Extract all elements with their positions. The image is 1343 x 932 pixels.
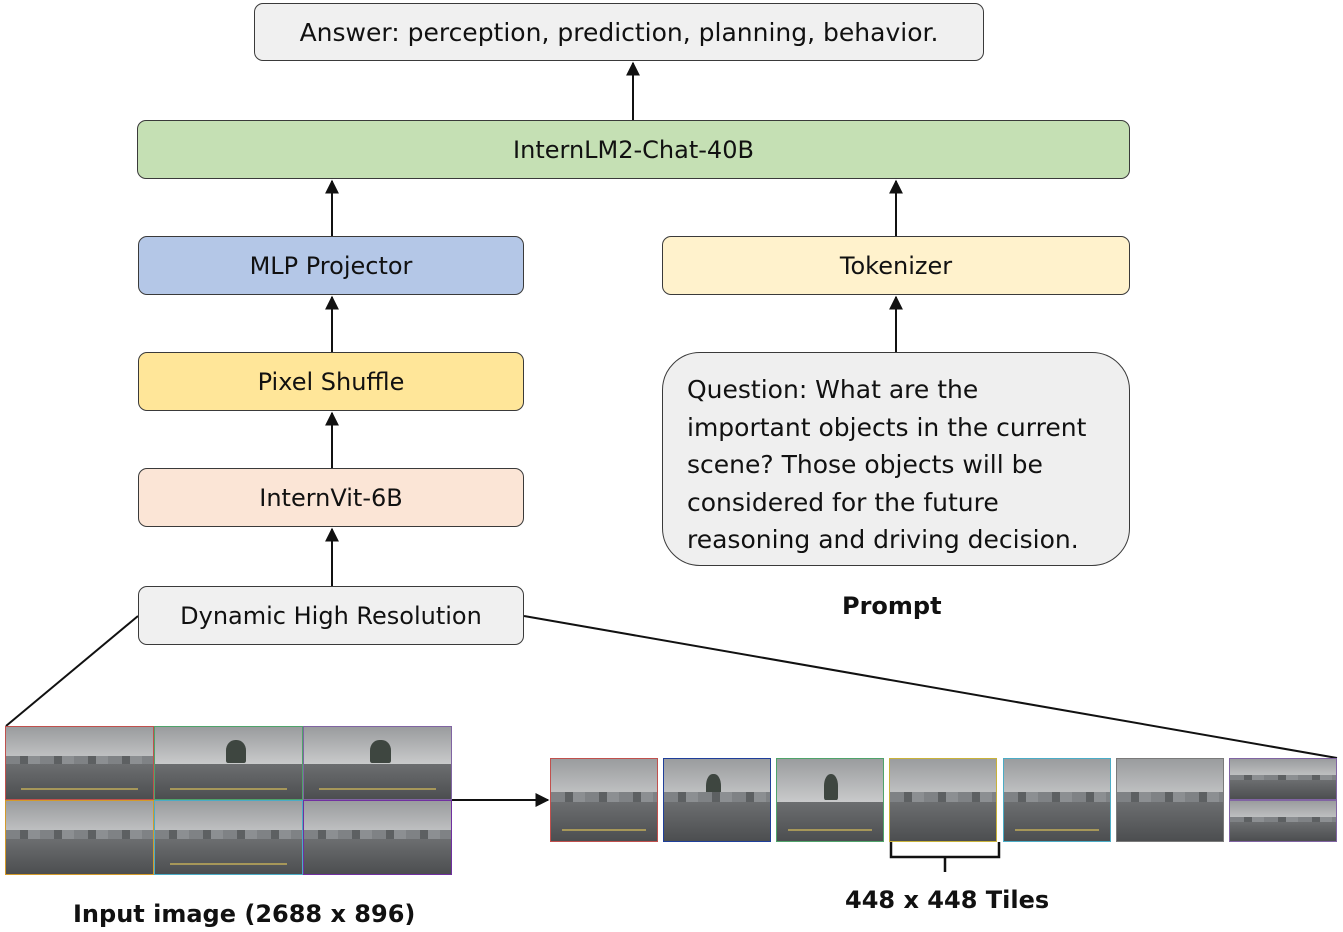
input-image (5, 726, 452, 875)
tile-1 (550, 758, 658, 842)
mlp-projector-box: MLP Projector (138, 236, 524, 295)
zoom-line-right (523, 615, 1338, 759)
camera-front (154, 726, 303, 800)
tile-6 (1116, 758, 1224, 842)
tile-brace (889, 842, 1001, 872)
tile-2 (663, 758, 771, 842)
pixel-shuffle-box: Pixel Shuffle (138, 352, 524, 411)
answer-box: Answer: perception, prediction, planning… (254, 3, 984, 61)
tokenizer-box: Tokenizer (662, 236, 1130, 295)
input-image-caption: Input image (2688 x 896) (73, 900, 416, 928)
camera-back-left (5, 800, 154, 875)
tiles-caption: 448 x 448 Tiles (845, 886, 1050, 914)
camera-front-right (303, 726, 452, 800)
camera-back-right (303, 800, 452, 875)
tile-thumbnail-top (1229, 758, 1337, 800)
tile-4 (889, 758, 997, 842)
llm-box: InternLM2-Chat-40B (137, 120, 1130, 179)
tile-3 (776, 758, 884, 842)
zoom-line-left (5, 615, 139, 727)
internvit-box: InternVit-6B (138, 468, 524, 527)
camera-front-left (5, 726, 154, 800)
dynamic-high-resolution-box: Dynamic High Resolution (138, 586, 524, 645)
question-bubble: Question: What are the important objects… (662, 352, 1130, 566)
tile-thumbnail-bottom (1229, 800, 1337, 842)
prompt-caption: Prompt (842, 592, 942, 620)
tile-5 (1003, 758, 1111, 842)
camera-back (154, 800, 303, 875)
